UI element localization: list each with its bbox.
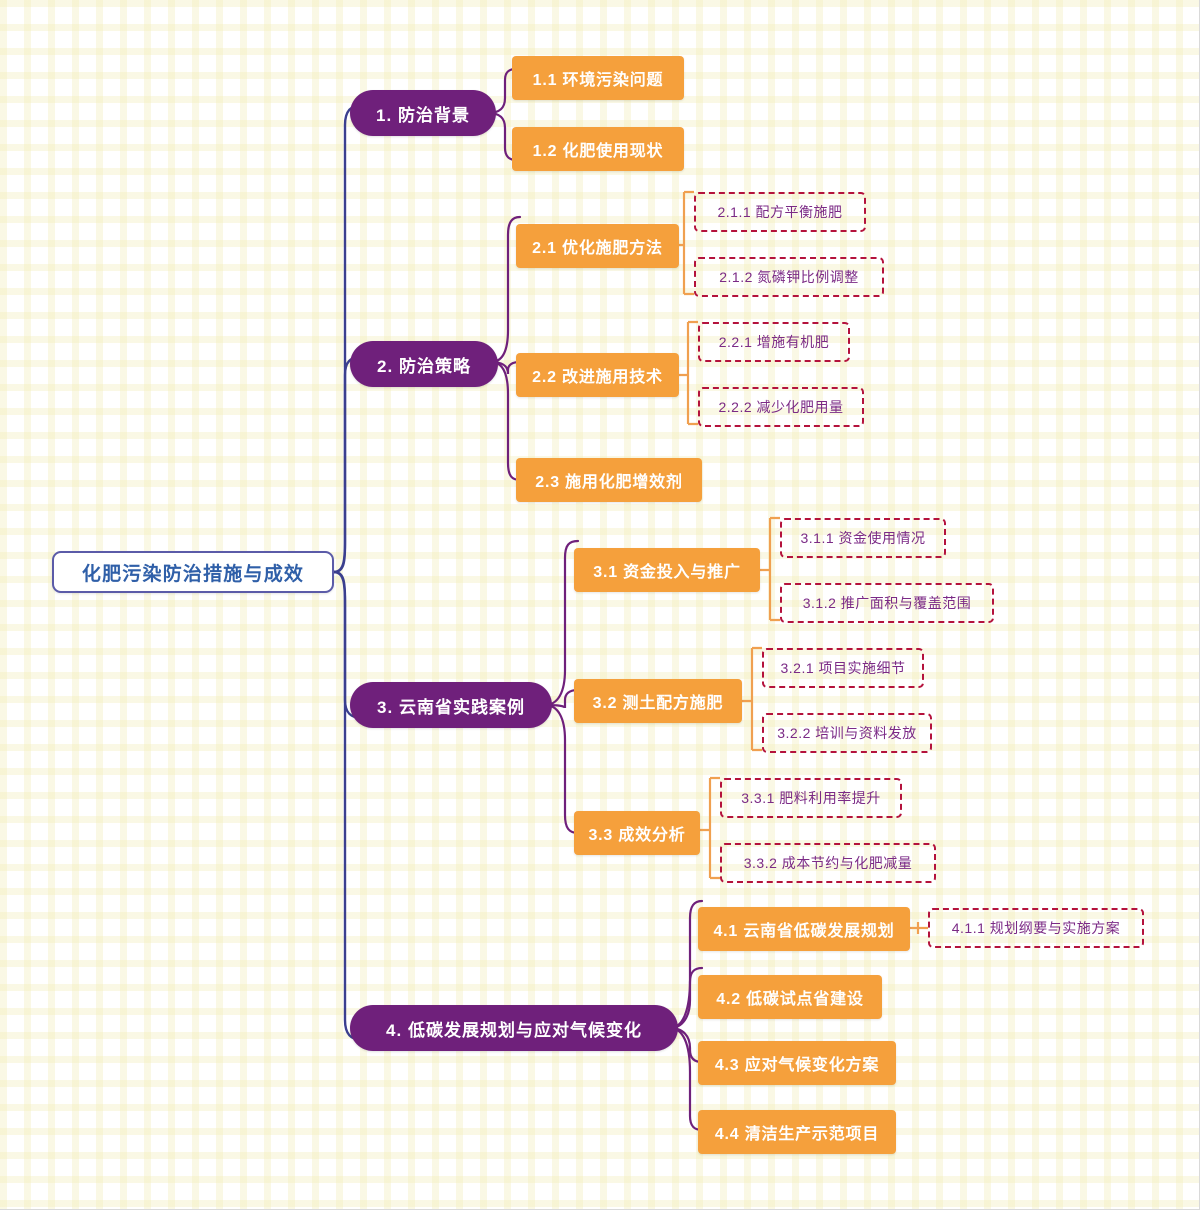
subnode-3-3[interactable]: 3.3 成效分析 bbox=[574, 811, 700, 855]
subnode-2-2[interactable]: 2.2 改进施用技术 bbox=[516, 353, 679, 397]
branch-label-4: 4. 低碳发展规划与应对气候变化 bbox=[386, 1020, 642, 1040]
subnode-label-2-3: 2.3 施用化肥增效剂 bbox=[535, 474, 683, 491]
branch-node-1[interactable]: 1. 防治背景 bbox=[350, 90, 496, 136]
subnode-4-3[interactable]: 4.3 应对气候变化方案 bbox=[698, 1041, 896, 1085]
subnode-2-3[interactable]: 2.3 施用化肥增效剂 bbox=[516, 458, 702, 502]
subnode-label-1-1: 1.1 环境污染问题 bbox=[532, 72, 664, 89]
subnode-label-2-2: 2.2 改进施用技术 bbox=[532, 369, 663, 386]
subnode-3-3-1[interactable]: 3.3.1 肥料利用率提升 bbox=[720, 778, 902, 818]
subnode-3-1-1[interactable]: 3.1.1 资金使用情况 bbox=[780, 518, 946, 558]
edge-root-to-b2 bbox=[332, 355, 364, 574]
subnode-3-2-2[interactable]: 3.2.2 培训与资料发放 bbox=[762, 713, 932, 753]
subnode-3-2[interactable]: 3.2 测土配方施肥 bbox=[574, 679, 742, 723]
subnode-label-1-2: 1.2 化肥使用现状 bbox=[532, 143, 664, 160]
subnode-2-2-1[interactable]: 2.2.1 增施有机肥 bbox=[698, 322, 850, 362]
edge-root-to-b1 bbox=[332, 103, 364, 574]
edge-c22-bracket bbox=[676, 320, 698, 426]
subnode-label-3-3: 3.3 成效分析 bbox=[588, 827, 686, 844]
subnode-label-3-2: 3.2 测土配方施肥 bbox=[592, 695, 724, 712]
edge-c32-bracket bbox=[740, 646, 762, 752]
root-label: 化肥污染防治措施与成效 bbox=[81, 563, 305, 585]
subnode-label-3-2-1: 3.2.1 项目实施细节 bbox=[780, 660, 906, 676]
subnode-label-3-1-1: 3.1.1 资金使用情况 bbox=[800, 530, 926, 546]
subnode-4-1[interactable]: 4.1 云南省低碳发展规划 bbox=[698, 907, 910, 951]
subnode-label-3-1-2: 3.1.2 推广面积与覆盖范围 bbox=[802, 595, 972, 611]
branch-node-4[interactable]: 4. 低碳发展规划与应对气候变化 bbox=[350, 1005, 678, 1051]
subnode-label-3-3-1: 3.3.1 肥料利用率提升 bbox=[741, 790, 881, 806]
subnode-3-1-2[interactable]: 3.1.2 推广面积与覆盖范围 bbox=[780, 583, 994, 623]
subnode-label-4-1: 4.1 云南省低碳发展规划 bbox=[713, 923, 895, 940]
subnode-4-2[interactable]: 4.2 低碳试点省建设 bbox=[698, 975, 882, 1019]
subnode-2-1-1[interactable]: 2.1.1 配方平衡施肥 bbox=[694, 192, 866, 232]
subnode-label-4-4: 4.4 清洁生产示范项目 bbox=[714, 1126, 880, 1143]
subnode-label-2-1: 2.1 优化施肥方法 bbox=[532, 240, 663, 257]
branch-node-3[interactable]: 3. 云南省实践案例 bbox=[350, 682, 552, 728]
subnode-3-1[interactable]: 3.1 资金投入与推广 bbox=[574, 548, 760, 592]
subnode-label-3-1: 3.1 资金投入与推广 bbox=[593, 564, 741, 581]
root-edges bbox=[332, 103, 364, 1042]
subnode-label-3-3-2: 3.3.2 成本节约与化肥减量 bbox=[743, 855, 913, 871]
subnode-2-2-2[interactable]: 2.2.2 减少化肥用量 bbox=[698, 387, 864, 427]
subnode-3-3-2[interactable]: 3.3.2 成本节约与化肥减量 bbox=[720, 843, 936, 883]
subnode-label-2-1-1: 2.1.1 配方平衡施肥 bbox=[717, 204, 843, 220]
subnode-4-1-1[interactable]: 4.1.1 规划纲要与实施方案 bbox=[928, 908, 1144, 948]
subnode-label-4-2: 4.2 低碳试点省建设 bbox=[716, 991, 864, 1008]
edge-c41-bracket bbox=[908, 922, 928, 934]
subnode-label-4-3: 4.3 应对气候变化方案 bbox=[714, 1057, 880, 1074]
subnode-1-2[interactable]: 1.2 化肥使用现状 bbox=[512, 127, 684, 171]
branch-label-2: 2. 防治策略 bbox=[377, 356, 471, 376]
subnode-label-4-1-1: 4.1.1 规划纲要与实施方案 bbox=[951, 920, 1121, 936]
edge-root-to-b4 bbox=[332, 570, 364, 1042]
subnode-4-4[interactable]: 4.4 清洁生产示范项目 bbox=[698, 1110, 896, 1154]
subnode-label-2-2-2: 2.2.2 减少化肥用量 bbox=[718, 399, 844, 415]
edge-c31-bracket bbox=[758, 516, 780, 622]
branch-label-1: 1. 防治背景 bbox=[376, 105, 470, 125]
subnode-3-2-1[interactable]: 3.2.1 项目实施细节 bbox=[762, 648, 924, 688]
subnode-2-1-2[interactable]: 2.1.2 氮磷钾比例调整 bbox=[694, 257, 884, 297]
edge-c33-bracket bbox=[698, 776, 720, 880]
branch-label-3: 3. 云南省实践案例 bbox=[377, 697, 525, 717]
branch-node-2[interactable]: 2. 防治策略 bbox=[350, 341, 498, 387]
subnode-label-2-2-1: 2.2.1 增施有机肥 bbox=[718, 334, 830, 350]
subnode-2-1[interactable]: 2.1 优化施肥方法 bbox=[516, 224, 679, 268]
root-node[interactable]: 化肥污染防治措施与成效 bbox=[52, 551, 334, 593]
subnode-label-3-2-2: 3.2.2 培训与资料发放 bbox=[777, 725, 917, 741]
subnode-label-2-1-2: 2.1.2 氮磷钾比例调整 bbox=[719, 269, 859, 285]
subnode-1-1[interactable]: 1.1 环境污染问题 bbox=[512, 56, 684, 100]
